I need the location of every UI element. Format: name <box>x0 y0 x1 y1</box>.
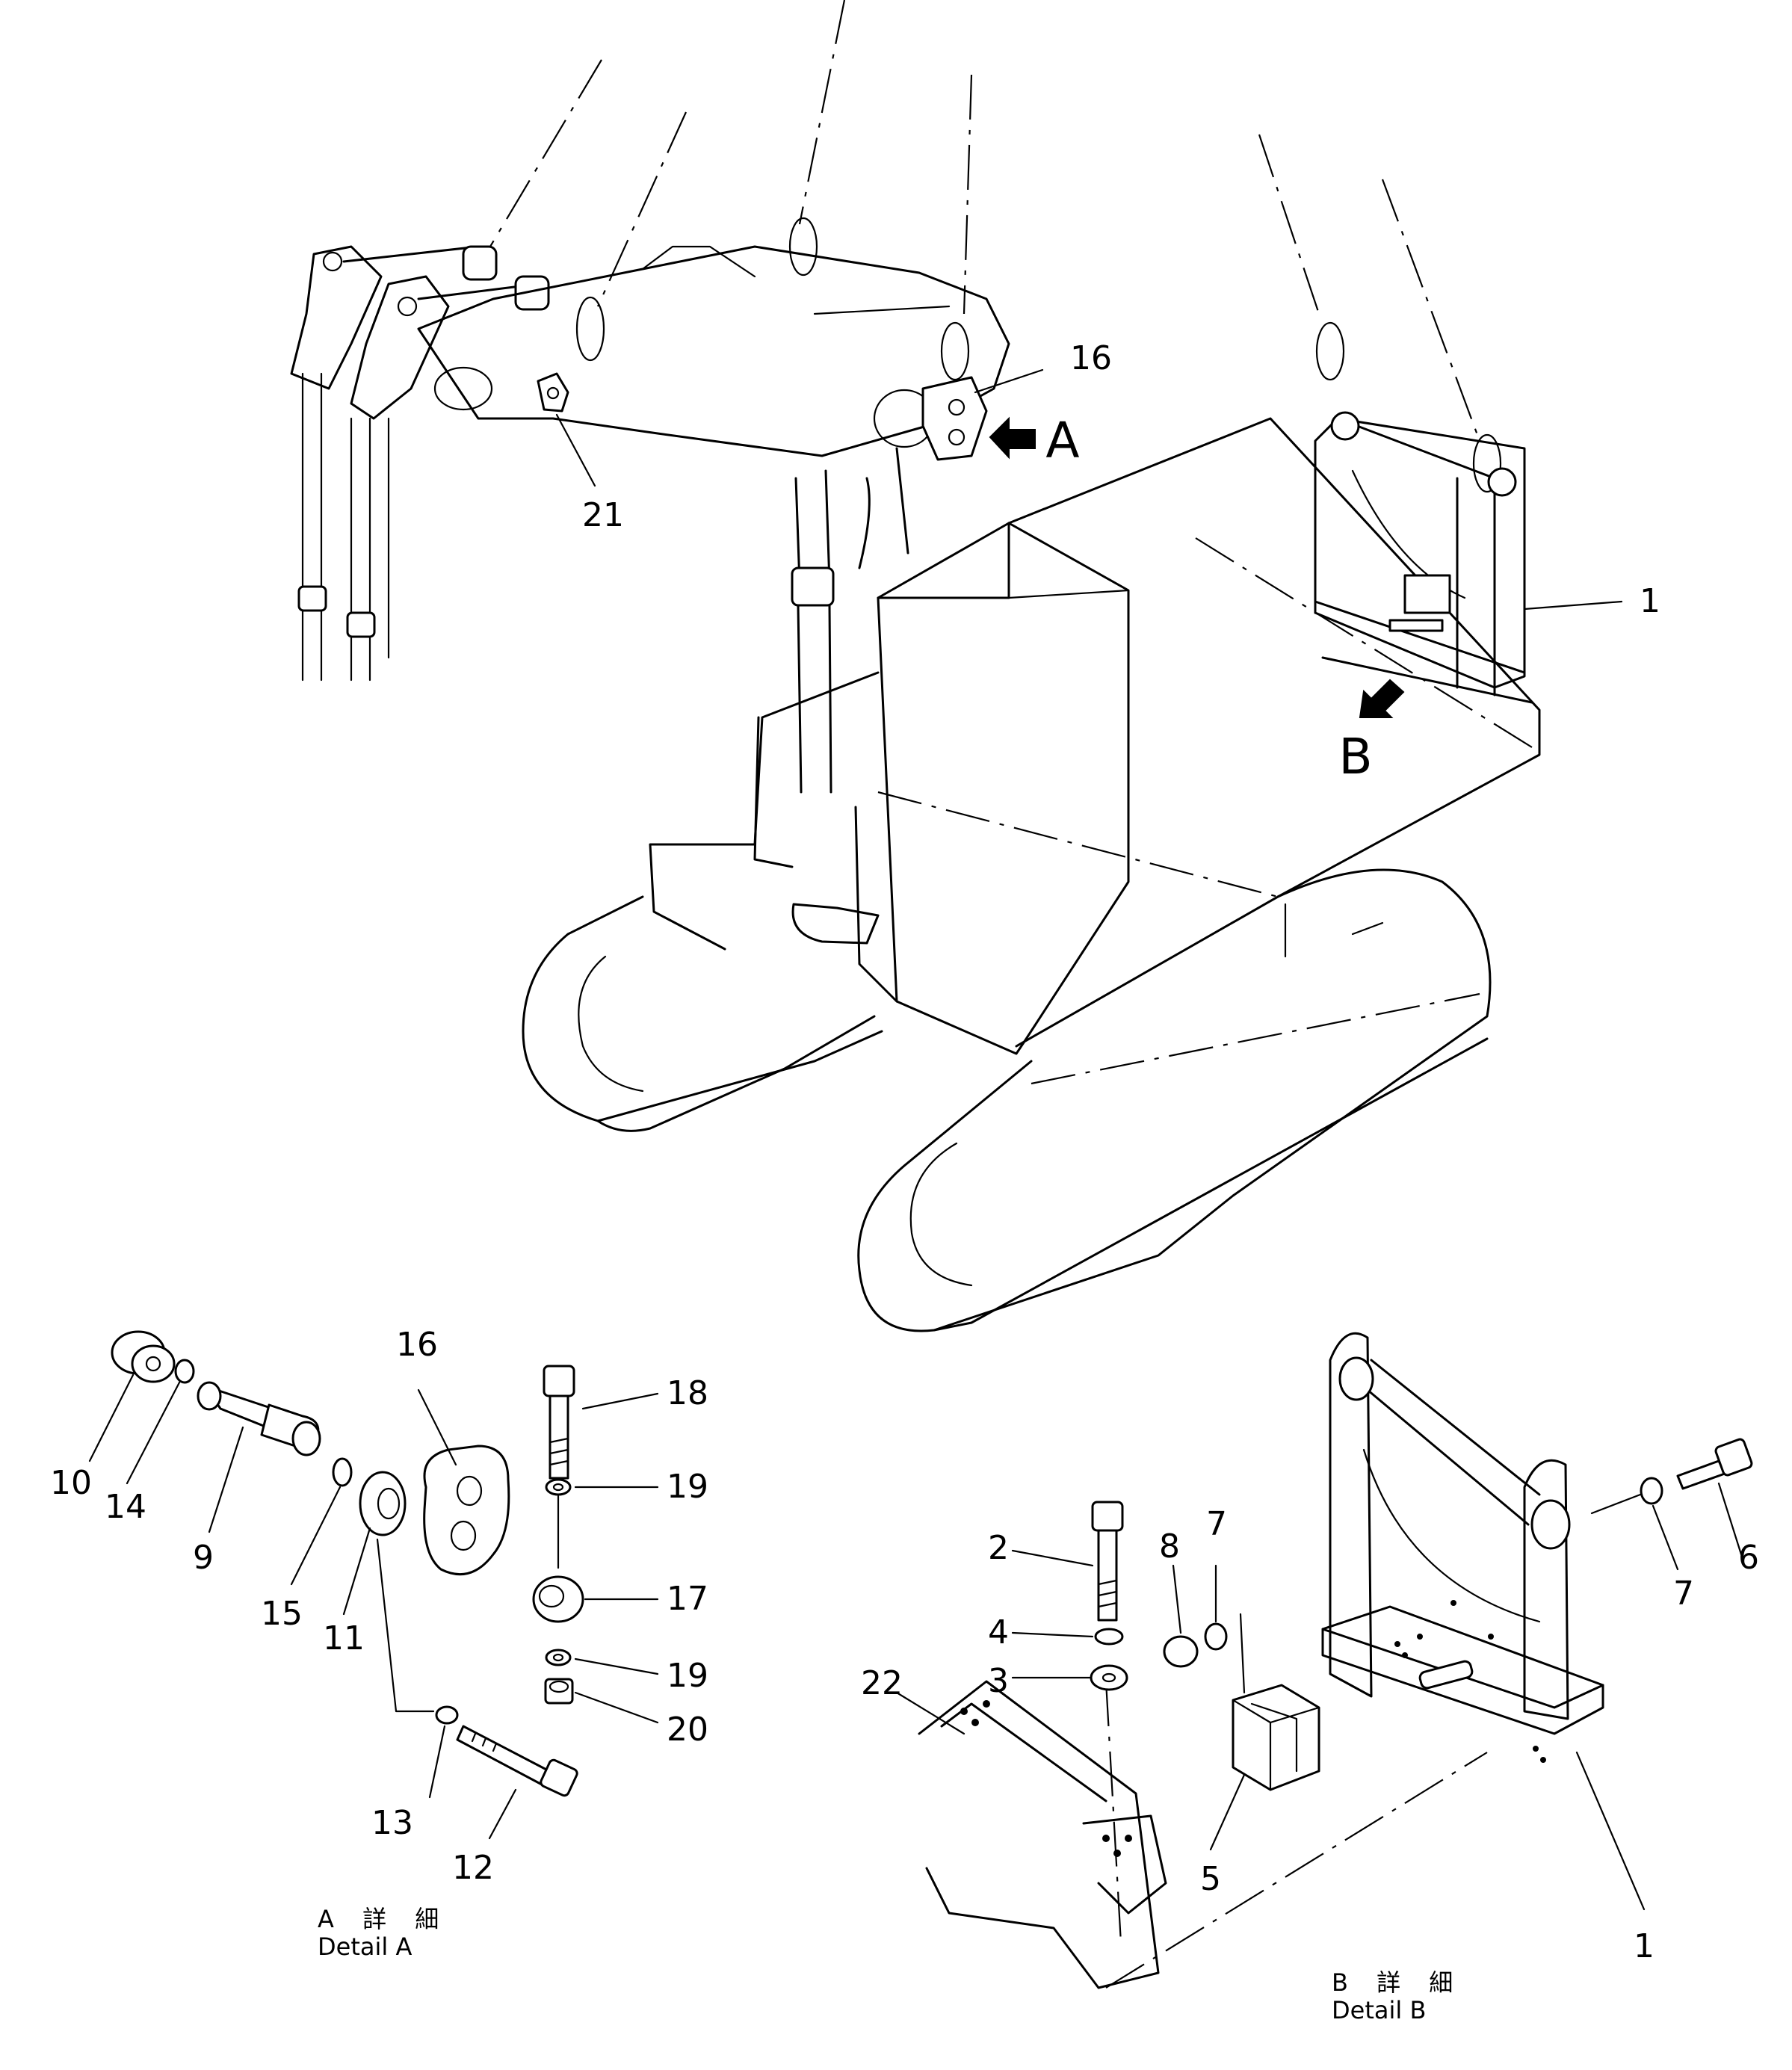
callout-11: 11 <box>323 1619 365 1657</box>
callout-19-bottom: 19 <box>667 1657 708 1695</box>
callout-12: 12 <box>452 1849 494 1887</box>
flange-10 <box>111 1330 176 1383</box>
detail-a-caption: A 詳 細 Detail A <box>318 1906 449 1961</box>
callout-20: 20 <box>667 1711 708 1749</box>
bolt-12 <box>456 1725 578 1797</box>
ring-15 <box>332 1457 353 1487</box>
lifting-stand-main <box>1314 411 1533 704</box>
detail-a-caption-jp: A 詳 細 <box>318 1905 450 1933</box>
callout-14: 14 <box>105 1488 146 1526</box>
callout-8: 8 <box>1159 1527 1180 1566</box>
callout-16-main: 16 <box>1070 339 1112 377</box>
collar-11 <box>359 1471 407 1536</box>
frame-22 <box>918 1680 1167 1989</box>
callout-21: 21 <box>582 496 624 534</box>
washer-19-top <box>545 1478 572 1496</box>
washer-7-right <box>1640 1477 1663 1505</box>
bolt-6 <box>1676 1438 1753 1490</box>
lifting-stand-1 <box>1321 1332 1604 1763</box>
callout-10: 10 <box>50 1464 92 1502</box>
block-5 <box>1232 1684 1320 1791</box>
callout-13: 13 <box>371 1804 413 1842</box>
callout-17: 17 <box>667 1580 708 1618</box>
callout-5: 5 <box>1200 1860 1221 1898</box>
callout-16-detail: 16 <box>396 1326 438 1364</box>
view-b-arrow <box>1359 679 1405 718</box>
callout-6: 6 <box>1738 1539 1759 1577</box>
nut-8 <box>1163 1635 1199 1668</box>
detail-a <box>88 1330 659 1840</box>
ring-14 <box>174 1359 195 1384</box>
nut-20 <box>544 1678 574 1705</box>
detail-b <box>895 1332 1753 1989</box>
bolt-18 <box>543 1365 575 1480</box>
machine-body <box>522 417 1541 1332</box>
main-leaders <box>555 368 1623 611</box>
callout-1-detail: 1 <box>1634 1927 1654 1965</box>
view-a-arrow <box>989 416 1036 460</box>
view-b-label: B <box>1338 728 1373 785</box>
washer-7-left <box>1204 1622 1228 1651</box>
callout-7-right: 7 <box>1673 1575 1694 1613</box>
pin-9 <box>197 1381 321 1456</box>
callout-9: 9 <box>193 1539 214 1577</box>
washer-3 <box>1090 1664 1128 1691</box>
detail-b-caption: B 詳 細 Detail B <box>1332 1969 1463 2024</box>
washer-19-bottom <box>545 1649 572 1666</box>
washer-13 <box>435 1705 459 1725</box>
callout-19-top: 19 <box>667 1468 708 1506</box>
callout-1-main: 1 <box>1640 582 1660 620</box>
callout-18: 18 <box>667 1374 708 1412</box>
detail-b-caption-en: Detail B <box>1332 1995 1427 2024</box>
boom-and-arm <box>290 245 1010 945</box>
lifting-slings <box>485 0 1502 493</box>
callout-4: 4 <box>988 1613 1009 1652</box>
lug-plate-16 <box>423 1445 510 1576</box>
callout-7-left: 7 <box>1206 1505 1227 1543</box>
callout-2: 2 <box>988 1529 1009 1567</box>
view-a-label: A <box>1045 412 1080 469</box>
callout-15: 15 <box>261 1595 303 1633</box>
bushing-17 <box>532 1575 584 1623</box>
bolt-2 <box>1091 1501 1124 1622</box>
callout-22: 22 <box>861 1664 903 1702</box>
detail-b-caption-jp: B 詳 細 <box>1332 1968 1464 1997</box>
detail-a-caption-en: Detail A <box>318 1932 413 1961</box>
callout-3: 3 <box>988 1662 1009 1700</box>
washer-4 <box>1094 1628 1124 1646</box>
